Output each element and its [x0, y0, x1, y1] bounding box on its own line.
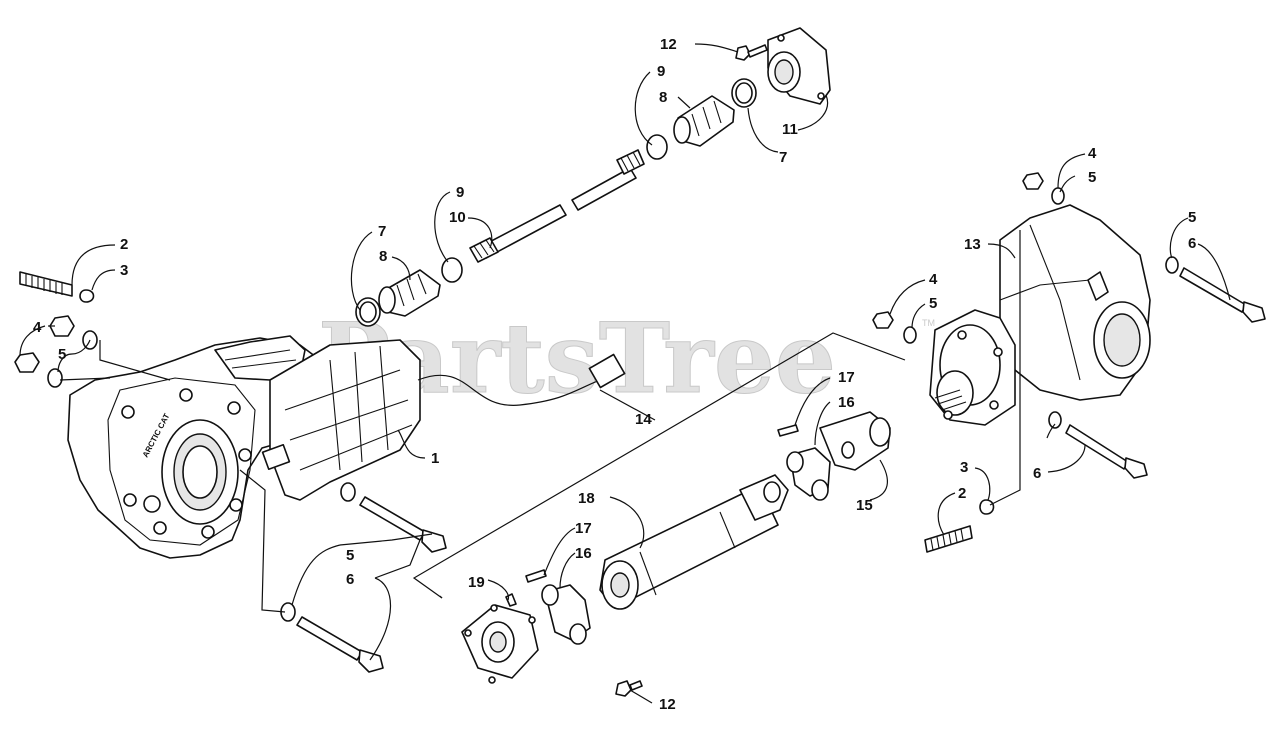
callout-16-left: 16: [575, 545, 592, 562]
front-flange[interactable]: [461, 593, 539, 684]
callout-12-bottom: 12: [659, 696, 676, 713]
boot-left[interactable]: [378, 269, 441, 317]
callout-6-right-top: 6: [1188, 235, 1196, 252]
callout-12-top: 12: [660, 36, 677, 53]
boot-clamp-left[interactable]: [355, 297, 381, 327]
callout-2-right: 2: [958, 485, 966, 502]
callout-9-right: 9: [657, 63, 665, 80]
callout-17-right: 17: [838, 369, 855, 386]
callout-5-left: 5: [58, 346, 66, 363]
left-plug-washer[interactable]: [79, 289, 95, 303]
universal-joint-rear[interactable]: [786, 447, 831, 501]
callout-3-left: 3: [120, 262, 128, 279]
callout-1: 1: [431, 450, 439, 467]
yoke[interactable]: [819, 411, 891, 471]
pinion-housing[interactable]: [929, 309, 1016, 426]
right-plug-washer[interactable]: [979, 499, 995, 515]
callout-6-bottom: 6: [346, 571, 354, 588]
callout-3-right: 3: [960, 459, 968, 476]
callout-5-bottom: 5: [346, 547, 354, 564]
drive-shaft[interactable]: [469, 149, 645, 263]
right-mid-nut-washer[interactable]: [872, 311, 917, 344]
front-gear-case[interactable]: ARCTIC CAT: [67, 335, 331, 559]
callout-4-right-mid: 4: [929, 271, 938, 288]
left-lower-nut-washer[interactable]: [14, 352, 63, 388]
left-gear-case-bolt-a[interactable]: [340, 482, 447, 553]
callout-10: 10: [449, 209, 466, 226]
callout-17-left: 17: [575, 520, 592, 537]
right-drain-plug[interactable]: [924, 525, 973, 553]
gear-case-bolt-holes: [121, 388, 252, 539]
callout-2-left: 2: [120, 236, 128, 253]
rear-gear-case[interactable]: [999, 204, 1151, 401]
boot-right[interactable]: [673, 95, 735, 147]
left-gear-case-bolt-b[interactable]: [280, 602, 384, 673]
callout-numbers: 1 2 2 3 3 4 4 4 5 5 5 5 5 6 6 6 7 7 8 8 …: [33, 36, 1196, 713]
callout-15: 15: [856, 497, 873, 514]
right-lower-bolt[interactable]: [1048, 411, 1148, 479]
right-upper-bolt[interactable]: [1165, 256, 1266, 323]
actuator[interactable]: [261, 339, 626, 501]
watermark-trademark: TM: [922, 318, 935, 328]
callout-4-left: 4: [33, 319, 42, 336]
boot-clamp-right[interactable]: [731, 78, 757, 108]
callout-4-right-top: 4: [1088, 145, 1097, 162]
callout-18: 18: [578, 490, 595, 507]
callout-5-right-far: 5: [1188, 209, 1196, 226]
callout-5-right-mid: 5: [929, 295, 937, 312]
left-drain-plug[interactable]: [19, 271, 73, 297]
flange-bolt-bottom[interactable]: [615, 680, 643, 697]
left-upper-nut-washer[interactable]: [49, 315, 98, 350]
callout-6-right-bottom: 6: [1033, 465, 1041, 482]
snap-ring-left[interactable]: [441, 257, 463, 283]
flange-bolt-top[interactable]: [735, 44, 768, 61]
universal-joint-front[interactable]: [541, 584, 591, 645]
callout-11: 11: [782, 121, 798, 138]
callout-16-right: 16: [838, 394, 855, 411]
right-upper-nut-washer[interactable]: [1022, 172, 1065, 205]
callout-5-right-top: 5: [1088, 169, 1096, 186]
callout-19: 19: [468, 574, 485, 591]
callout-8-left: 8: [379, 248, 387, 265]
callout-7-right: 7: [779, 149, 787, 166]
callout-7-left: 7: [378, 223, 386, 240]
snap-ring-rear[interactable]: [777, 424, 799, 437]
callout-13: 13: [964, 236, 981, 253]
output-flange[interactable]: [767, 27, 831, 105]
leader-lines: [19, 43, 1231, 704]
callout-8-right: 8: [659, 89, 667, 106]
callout-9-left: 9: [456, 184, 464, 201]
snap-ring-front[interactable]: [525, 569, 547, 583]
snap-ring-right[interactable]: [646, 134, 668, 160]
propeller-shaft[interactable]: [599, 474, 789, 610]
callout-14: 14: [635, 411, 652, 428]
